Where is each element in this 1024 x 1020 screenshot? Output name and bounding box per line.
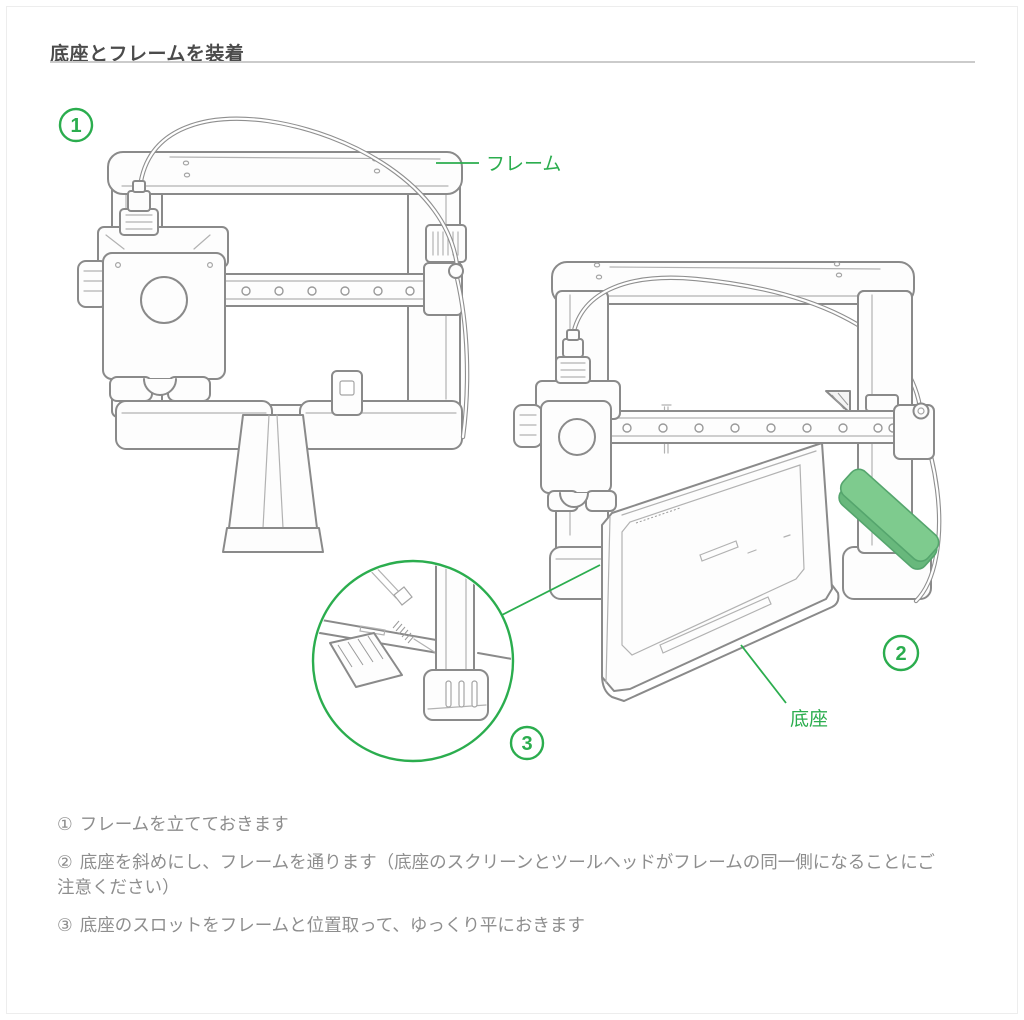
filament-tube	[137, 116, 470, 440]
slot-detail-figure: 3	[311, 559, 601, 763]
step2-marker: 2	[882, 634, 920, 672]
step3-marker-number: 3	[521, 733, 532, 755]
step2-text-marker: ②	[57, 851, 73, 872]
step3-text: 底座のスロットをフレームと位置取って、ゆっくり平におきます	[79, 914, 585, 935]
toolhead	[77, 180, 229, 402]
step1-marker-number: 1	[70, 115, 81, 137]
title-divider	[50, 61, 975, 63]
step3-text-marker: ③	[57, 914, 73, 935]
frame-upright-figure: 1 フレーム	[58, 107, 561, 553]
instruction-step-1: ① フレームを立てておきます	[57, 812, 945, 837]
page-title: 底座とフレームを装着	[50, 43, 245, 65]
frame-with-base-figure: 2 底座	[513, 261, 942, 730]
base-plate	[601, 404, 840, 702]
instruction-step-3: ③ 底座のスロットをフレームと位置取って、ゆっくり平におきます	[57, 913, 945, 938]
step1-text-marker: ①	[57, 814, 73, 834]
assembly-illustration: 1 フレーム	[58, 107, 942, 763]
base-label: 底座	[790, 708, 828, 730]
step3-marker: 3	[509, 725, 545, 761]
frame-label: フレーム	[486, 154, 561, 175]
toolhead-2	[513, 329, 621, 512]
step2-text: 底座を斜めにし、フレームを通ります（底座のスクリーンとツールヘッドがフレームの同…	[57, 851, 935, 897]
step1-text: フレームを立てておきます	[79, 814, 289, 834]
detail-leader-line	[499, 564, 601, 617]
base-screen	[838, 468, 940, 570]
step2-marker-number: 2	[895, 643, 906, 665]
step1-marker: 1	[58, 107, 94, 143]
base-leader-line	[740, 644, 787, 704]
